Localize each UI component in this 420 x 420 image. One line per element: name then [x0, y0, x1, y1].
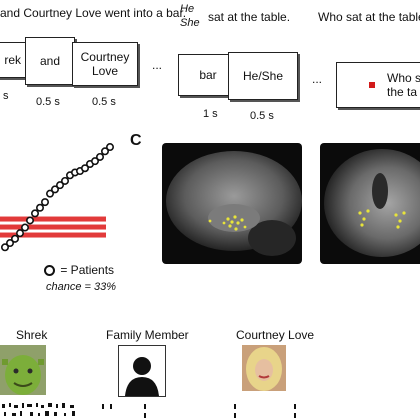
legend-chance: chance = 33%	[46, 281, 117, 293]
stimulus-text-courtney: Courtney Love	[80, 50, 130, 78]
patient-point	[91, 157, 100, 166]
stimulus-card-courtney: Courtney Love	[72, 42, 138, 86]
patient-point	[60, 176, 69, 185]
spike-raster-shrek	[2, 403, 75, 416]
chance-band	[0, 216, 106, 238]
stimulus-card-question: Who s the ta	[336, 62, 420, 108]
time-label-0: s	[3, 90, 9, 102]
patient-point	[55, 181, 64, 190]
patient-point	[20, 223, 29, 232]
label-courtney-love: Courtney Love	[236, 328, 315, 342]
patient-point	[0, 243, 10, 252]
stimulus-card-and: and	[25, 37, 75, 85]
label-family-member: Family Member	[106, 328, 189, 342]
trial-markers-family	[102, 404, 146, 418]
person-silhouette-icon	[118, 345, 166, 397]
patient-point	[101, 147, 110, 156]
time-label-2: 0.5 s	[92, 96, 116, 108]
stimulus-card-shrek: rek	[0, 42, 28, 78]
courtney-love-photo	[242, 345, 286, 391]
patient-point	[30, 209, 39, 218]
time-label-3: 1 s	[203, 108, 218, 120]
patient-point	[25, 216, 34, 225]
patient-point	[81, 164, 90, 173]
label-shrek: Shrek	[16, 328, 48, 342]
he-she-label-she: She	[180, 17, 200, 29]
patient-point	[96, 152, 105, 161]
time-label-4: 0.5 s	[250, 110, 274, 122]
stimulus-text-bar: bar	[199, 68, 217, 82]
sentence-two: sat at the table.	[208, 10, 291, 24]
panel-c-label: C	[130, 132, 142, 149]
question-text: Who sat at the table?	[318, 10, 420, 24]
chance-band-stripe	[0, 232, 106, 238]
patients-scatter-chart	[0, 143, 115, 252]
stimulus-card-he-she: He/She	[228, 52, 298, 100]
patient-point	[45, 189, 54, 198]
ellipsis-one: ...	[152, 58, 163, 72]
patient-point	[50, 185, 59, 194]
legend-patients-label: = Patients	[60, 263, 115, 277]
sentence-one: and Courtney Love went into a bar.	[0, 6, 187, 20]
brain-image-sagittal	[162, 143, 302, 264]
trial-markers-courtney	[234, 404, 296, 418]
time-label-1: 0.5 s	[36, 96, 60, 108]
patient-point	[106, 143, 115, 152]
ellipsis-two: ...	[312, 72, 323, 86]
patient-point	[35, 203, 44, 212]
patient-point	[15, 229, 24, 238]
stimulus-text-he-she: He/She	[242, 69, 284, 83]
legend-patients: = Patients	[44, 263, 114, 277]
stimulus-text-question: Who s the ta	[387, 71, 420, 99]
he-she-label-he: He	[180, 3, 195, 15]
patient-point	[11, 234, 20, 243]
chance-band-stripe	[0, 216, 106, 222]
stimulus-text-shrek: rek	[4, 53, 21, 67]
legend-circle-icon	[44, 265, 55, 277]
patient-points	[0, 143, 115, 252]
question-marker	[369, 82, 375, 88]
chance-band-stripe	[0, 224, 106, 230]
patient-point	[6, 239, 15, 248]
brain-image-coronal	[320, 143, 420, 264]
stimulus-text-and: and	[39, 54, 61, 68]
patient-point	[40, 198, 49, 207]
shrek-face-image	[0, 345, 46, 395]
